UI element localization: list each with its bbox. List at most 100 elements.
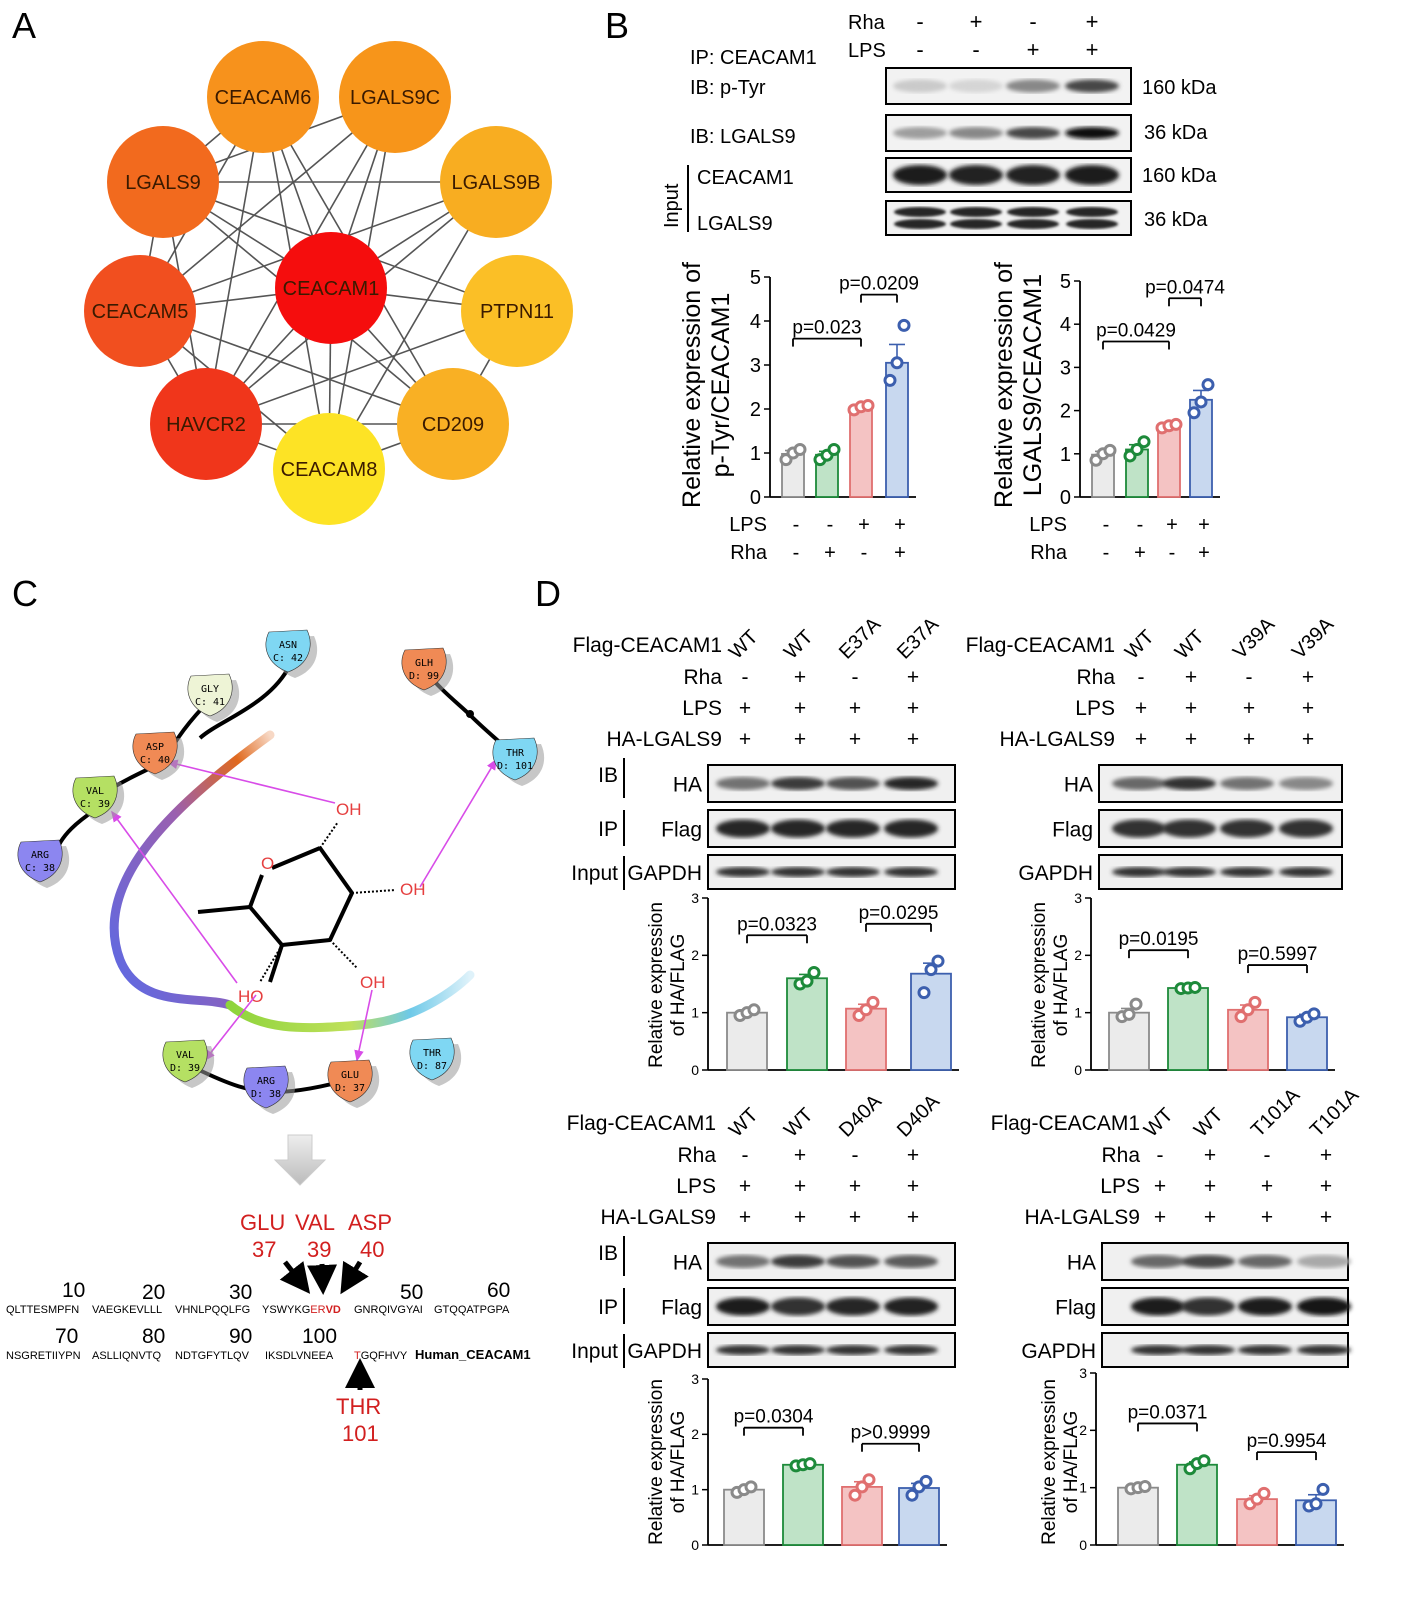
y-tick-label: 4	[750, 311, 761, 333]
ib-ptyr-label: IB: p-Tyr	[690, 77, 766, 99]
seq-row2-e: TGQFHVY	[354, 1350, 408, 1362]
data-point	[890, 356, 904, 370]
y-tick-label: 1	[1060, 444, 1071, 466]
y-tick-label: 2	[691, 947, 699, 963]
residue-chain: C: 41	[195, 697, 225, 708]
ligand-o: O	[261, 854, 274, 873]
residue-name: ASN	[279, 640, 297, 651]
blot-band	[884, 1297, 938, 1316]
x-row-label: LPS	[729, 514, 767, 536]
residue-name: ARG	[31, 850, 49, 861]
residue-shape	[265, 629, 311, 673]
blot-band	[884, 819, 938, 838]
x-row-mark: +	[1198, 514, 1210, 536]
p-value-label: p=0.0304	[734, 1407, 814, 1428]
blot-band	[1279, 777, 1333, 790]
data-point	[1103, 443, 1117, 457]
flag-ceacam1-label: Flag-CEACAM1	[567, 1112, 716, 1135]
y-tick-label: 1	[691, 1482, 699, 1498]
seq-row2-c: NDTGFYTLQV	[175, 1350, 250, 1362]
lps-mark: -	[972, 37, 979, 62]
network-node-ceacam6	[207, 41, 319, 153]
blot-band	[949, 127, 1003, 139]
lps-mark: +	[1027, 37, 1040, 62]
y-tick-label: 3	[750, 355, 761, 377]
strip-label: HA	[673, 1252, 702, 1275]
blot-band	[1007, 219, 1059, 229]
blot-band	[1181, 1255, 1235, 1268]
seq-val: VAL	[295, 1210, 335, 1235]
y-tick-label: 2	[750, 399, 761, 421]
blot-band	[884, 777, 938, 790]
blot-band	[893, 165, 947, 185]
blot-band	[1238, 1297, 1292, 1316]
blot-band	[826, 867, 880, 877]
data-point	[1122, 1007, 1136, 1021]
treatment-mark: +	[739, 697, 751, 720]
p-value-label: p=0.0474	[1145, 277, 1225, 298]
lane-label: E37A	[893, 613, 944, 664]
treatment-row-label: Rha	[677, 1144, 716, 1167]
data-point	[747, 1003, 761, 1017]
treatment-row-label: LPS	[682, 697, 722, 720]
blot-band	[1065, 127, 1119, 139]
blot-band	[771, 819, 825, 838]
seq-asp-n: 40	[360, 1237, 384, 1262]
y-tick-label: 2	[1074, 947, 1082, 963]
y-tick-label: 3	[1074, 890, 1082, 906]
treatment-mark: +	[1185, 697, 1197, 720]
blot-band	[893, 127, 947, 139]
seq-glu: GLU	[240, 1210, 285, 1235]
network-node-label: CEACAM5	[92, 301, 189, 323]
seq-num-60: 60	[487, 1279, 510, 1302]
y-tick-label: 2	[691, 1426, 699, 1442]
residue-chain: C: 38	[25, 863, 55, 874]
blot-band	[826, 1297, 880, 1316]
lane-label: WT	[1190, 1104, 1228, 1142]
treatment-mark: +	[1185, 666, 1197, 689]
y-tick-label: 0	[750, 487, 761, 509]
ib-label: IB	[598, 1242, 618, 1265]
y-tick-label: 1	[750, 443, 761, 465]
data-point	[800, 974, 814, 988]
treatment-mark: +	[794, 666, 806, 689]
bar	[1295, 1499, 1337, 1546]
network-node-label: PTPN11	[480, 301, 554, 323]
blot-band	[771, 1297, 825, 1316]
residue-shape	[72, 775, 118, 819]
network-node-label: CEACAM8	[281, 459, 378, 481]
flag-ceacam1-label: Flag-CEACAM1	[966, 634, 1115, 657]
blot-band	[771, 867, 825, 877]
treatment-mark: +	[1185, 728, 1197, 751]
lane-label: WT	[1171, 626, 1209, 664]
p-value-label: p=0.0371	[1128, 1402, 1208, 1423]
data-point	[1188, 980, 1202, 994]
flag-ceacam1-label: Flag-CEACAM1	[573, 634, 722, 657]
y-tick-label: 2	[1079, 1422, 1087, 1438]
treatment-mark: +	[849, 728, 861, 751]
residue-name: ASP	[146, 742, 164, 753]
treatment-mark: +	[1204, 1206, 1216, 1229]
y-axis-label: Relative expression ofLGALS9/CEACAM1	[990, 262, 1047, 508]
treatment-mark: +	[1243, 697, 1255, 720]
y-tick-label: 4	[1060, 314, 1071, 336]
blot-band	[771, 1255, 825, 1268]
data-point	[897, 318, 911, 332]
blot-band	[826, 819, 880, 838]
residue-shape	[243, 1065, 289, 1109]
ip-label: IP: CEACAM1	[690, 47, 817, 69]
data-point	[862, 1473, 876, 1487]
rha-mark: -	[916, 9, 923, 34]
p-value-label: p=0.0295	[859, 903, 939, 924]
treatment-mark: +	[1204, 1144, 1216, 1167]
treatment-mark: +	[849, 1206, 861, 1229]
network-node-ceacam8	[273, 413, 385, 525]
data-point	[883, 373, 897, 387]
treatment-mark: +	[907, 1175, 919, 1198]
residue-shape	[17, 839, 63, 883]
data-point	[931, 954, 945, 968]
